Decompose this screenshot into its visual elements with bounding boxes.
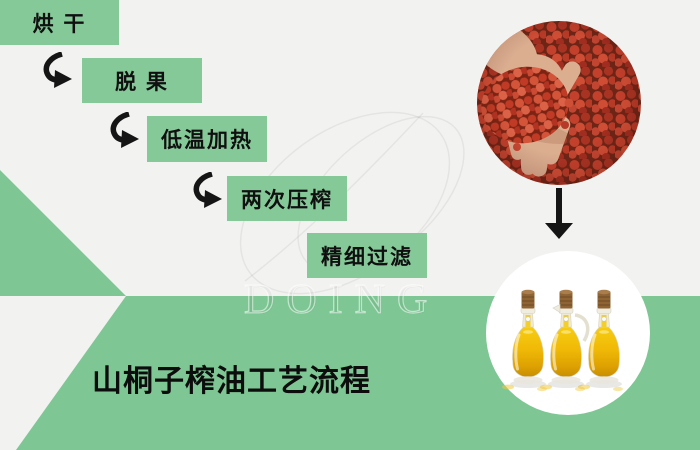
curved-arrow-icon (110, 112, 139, 148)
curved-arrow-icon (43, 52, 72, 88)
flow-step-drying: 烘 干 (0, 0, 119, 45)
flow-step-defruiting: 脱 果 (82, 58, 202, 103)
flow-step-low-temp-heat: 低温加热 (147, 116, 267, 162)
flow-step-fine-filter: 精细过滤 (307, 233, 427, 278)
doing-watermark: DOING (243, 276, 440, 323)
page-title: 山桐子榨油工艺流程 (92, 365, 371, 398)
berries-photo (477, 21, 641, 185)
down-arrow-icon (545, 188, 573, 239)
curved-arrow-icon (193, 172, 222, 208)
flow-step-double-press: 两次压榨 (227, 176, 347, 221)
oil-bottles-photo (486, 251, 650, 415)
